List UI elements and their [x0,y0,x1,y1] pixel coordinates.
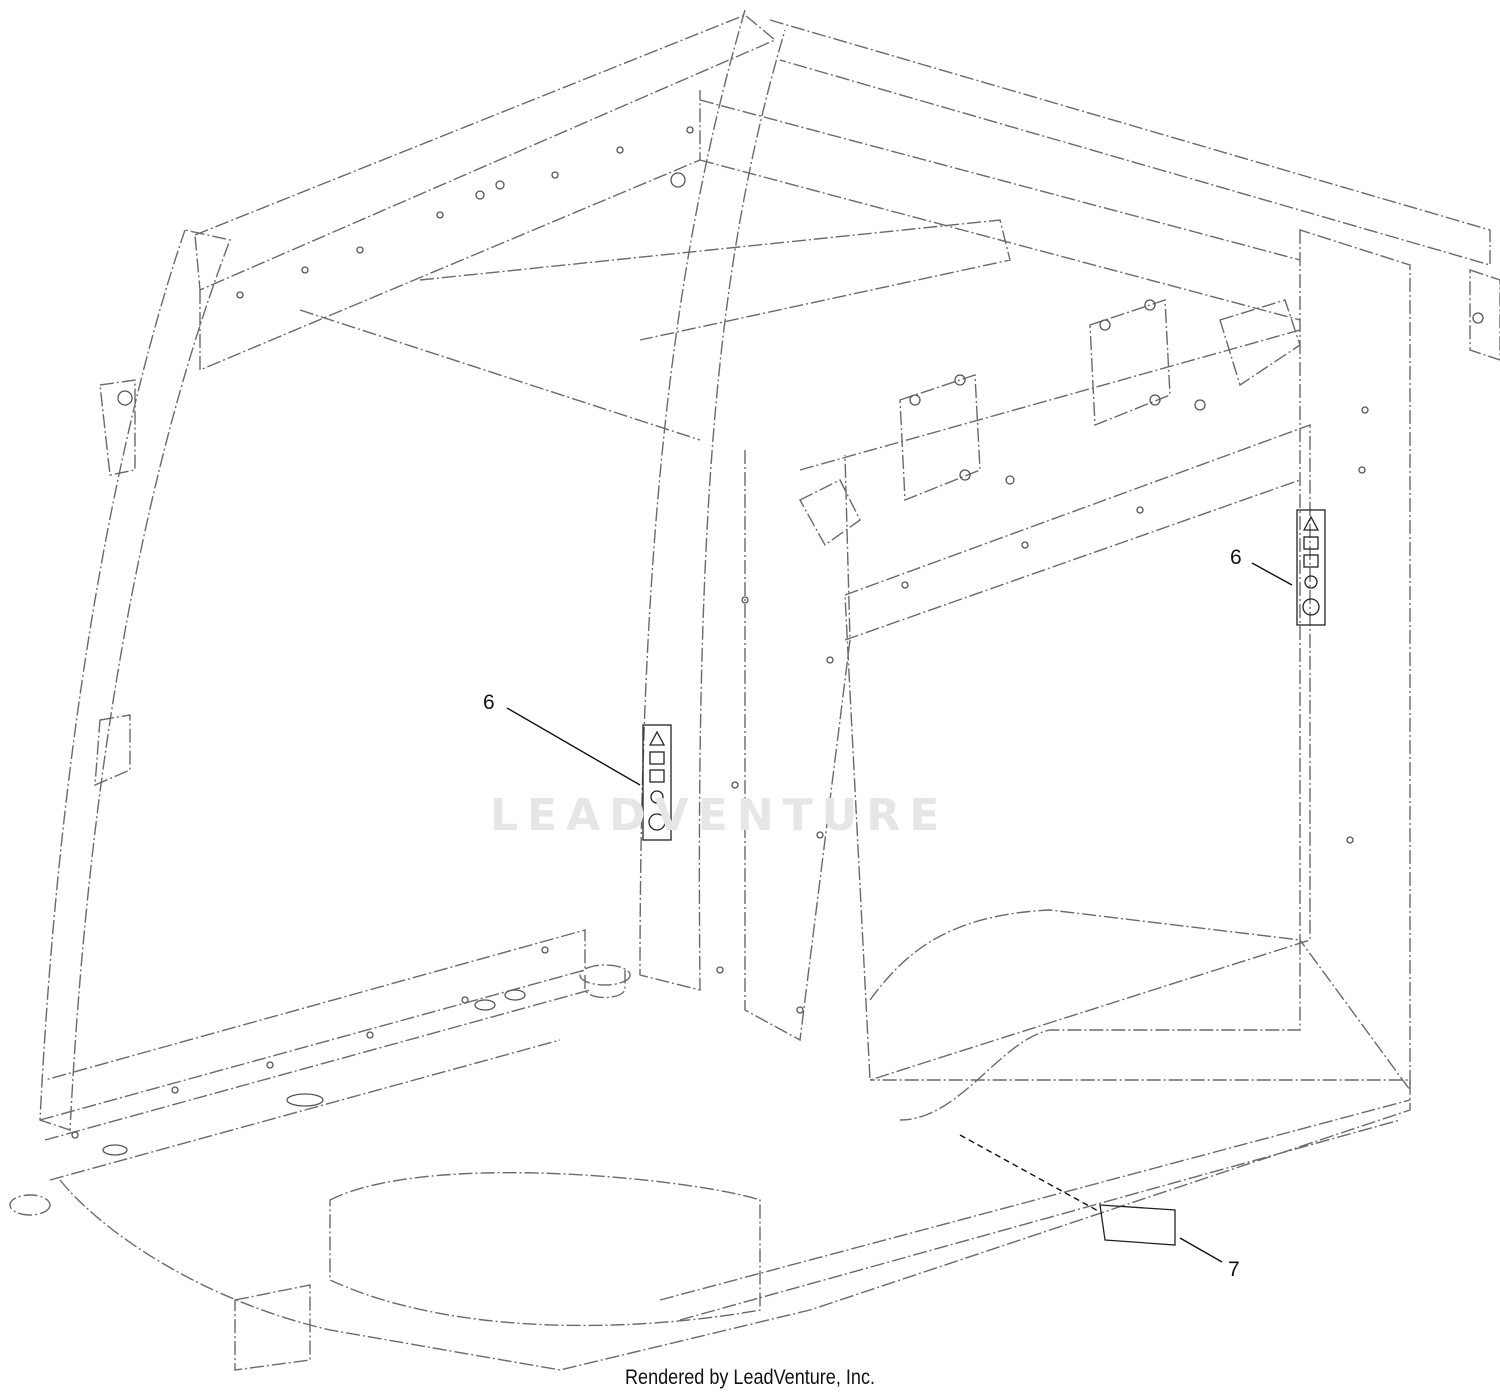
door-bracket [94,714,131,787]
leader-line-7 [1179,1237,1223,1263]
floor-hump [869,909,1301,1121]
watermark-text: LEADVENTURE [490,790,949,841]
floor-tub [59,1079,1411,1371]
render-credit: Rendered by LeadVenture, Inc. [624,1366,876,1389]
lower-frame-left [39,929,586,1121]
center-pillar [639,9,786,991]
rear-column-right [1299,229,1411,1093]
roof-crossbar [199,90,701,372]
floor-decal-7 [1099,1204,1176,1246]
callout-6-right: 6 [1230,546,1242,569]
roof-rail-left [194,14,777,292]
roof-panel [299,219,1011,441]
front-pillar-left [39,229,231,1131]
callout-6-left: 6 [483,691,495,714]
roof-rail-rear [769,19,1491,266]
leader-line-6-left [506,707,641,786]
mount-bracket-2 [1089,299,1171,427]
center-panel [744,450,851,1042]
rear-wall [844,423,1311,1081]
mount-bracket-3 [1219,299,1301,387]
leader-line-6-right [1251,562,1293,586]
callout-7: 7 [1228,1258,1240,1281]
mount-bracket-1 [899,374,981,502]
safety-decal-left [642,724,672,841]
rear-upper-bar [699,99,1301,321]
pillar-base [579,964,631,986]
mounting-holes [71,126,1484,1156]
leader-line-7-hidden [959,1134,1101,1213]
safety-decal-right [1296,509,1326,626]
